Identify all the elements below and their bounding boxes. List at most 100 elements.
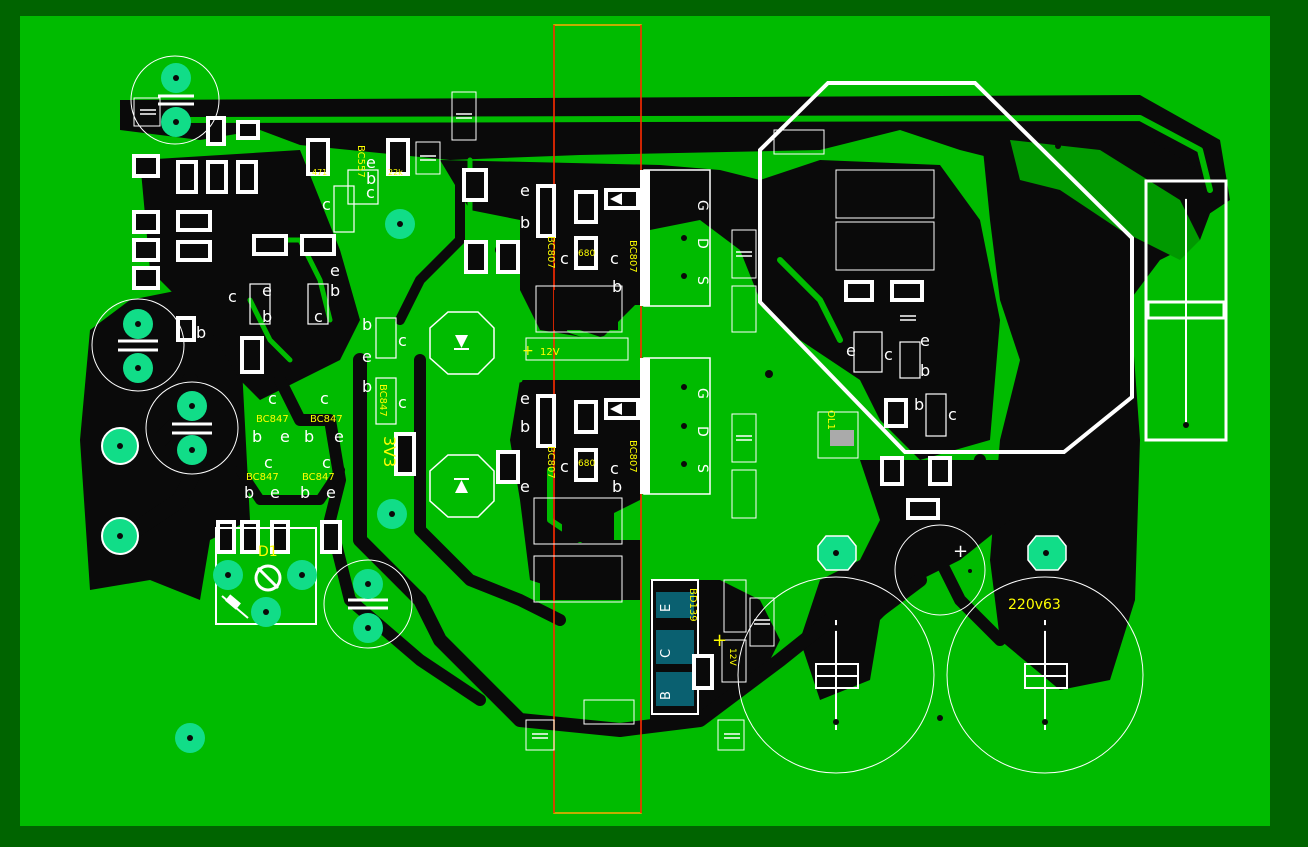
label-bc807-1: BC807 [545,236,556,269]
diode-icon [536,184,640,448]
svg-text:e: e [270,483,280,502]
electrolytic-capacitors [91,55,413,649]
svg-text:e: e [280,427,290,446]
footprint-fill-3 [554,290,618,330]
label-12v-small: 12V [727,648,737,666]
label-471: 471 [312,168,327,177]
svg-text:c: c [228,287,237,306]
svg-text:c: c [314,307,323,326]
label-pin-e: E [659,604,674,612]
svg-text:c: c [610,249,619,268]
svg-text:c: c [398,331,407,350]
bd139-package [651,579,699,715]
label-gate-g2: G [694,388,710,399]
svg-text:b: b [362,315,372,334]
label-680-2: 680 [578,459,595,469]
footprint-fill-1 [850,174,916,214]
label-bc847-5: BC847 [377,384,388,417]
label-plus: + [953,541,968,562]
label-gate-d2: D [694,426,710,437]
mounting-hole-icon [101,63,1128,753]
svg-text:c: c [366,183,375,202]
svg-text:c: c [322,453,331,472]
label-gate-s1: S [694,276,710,285]
svg-text:c: c [398,393,407,412]
svg-text:b: b [520,417,530,436]
label-gate-s2: S [694,464,710,473]
svg-text:b: b [252,427,262,446]
rail-12v-box [525,337,629,361]
svg-text:b: b [196,323,206,342]
label-pin-c: C [659,649,674,658]
label-12v: 12V [540,347,560,358]
trace-routes [112,115,1213,737]
label-3v3: 3V3 [380,436,399,467]
svg-text:b: b [362,377,372,396]
optocoupler-ol1 [817,411,859,459]
svg-text:c: c [560,249,569,268]
resistor-icon [132,116,952,690]
mosfet-packages [640,169,711,495]
svg-text:b: b [330,281,340,300]
label-bc557: BC557 [355,145,366,178]
label-bc807-2: BC807 [545,446,556,479]
inductor-outline [758,81,1134,454]
svg-text:e: e [366,153,376,172]
transistor-footprints [249,169,947,437]
label-bc847-1: BC847 [256,414,289,425]
label-22k: 22k [388,168,403,177]
svg-text:e: e [520,389,530,408]
svg-text:e: e [330,261,340,280]
label-680-1: 680 [578,249,595,259]
svg-text:c: c [948,405,957,424]
svg-text:b: b [300,483,310,502]
svg-text:b: b [914,395,924,414]
svg-text:e: e [520,477,530,496]
capacitor-icon [737,524,1144,774]
label-gate-g1: G [694,200,710,211]
svg-text:b: b [244,483,254,502]
label-220v63: 220v63 [1008,597,1061,613]
output-connector [1144,179,1228,442]
footprint-fill-4 [562,500,614,542]
svg-text:b: b [262,307,272,326]
label-bc847-3: BC847 [246,472,279,483]
label-pin-b: B [659,691,674,700]
svg-text:e: e [920,331,930,350]
svg-text:b: b [612,277,622,296]
label-gate-d1: D [694,238,710,249]
svg-text:c: c [884,345,893,364]
footprint-boxes [133,91,935,751]
svg-text:e: e [262,281,272,300]
svg-text:e: e [846,341,856,360]
svg-text:c: c [320,389,329,408]
label-bc847-4: BC847 [302,472,335,483]
svg-text:c: c [264,453,273,472]
svg-text:b: b [304,427,314,446]
footprint-fill-2 [850,226,916,266]
svg-text:b: b [920,361,930,380]
svg-text:b: b [366,169,376,188]
label-bc807-3: BC807 [627,240,638,273]
svg-text:c: c [322,195,331,214]
label-12v-small-plus: + [712,630,727,651]
svg-text:b: b [520,213,530,232]
svg-text:c: c [610,459,619,478]
footprint-fill-5 [562,558,614,598]
label-d1: D1 [258,544,278,560]
svg-text:e: e [326,483,336,502]
svg-text:e: e [362,347,372,366]
svg-text:e: e [334,427,344,446]
label-bc847-2: BC847 [310,414,343,425]
svg-text:c: c [268,389,277,408]
label-12v-plus: + [522,343,534,359]
label-bd139: BD139 [687,588,698,622]
svg-text:e: e [520,181,530,200]
label-ol1: OL1 [825,410,836,430]
small-capacitors [140,109,916,739]
svg-text:c: c [560,457,569,476]
bridge-rectifier-icon [429,311,495,518]
label-bc807-4: BC807 [627,440,638,473]
